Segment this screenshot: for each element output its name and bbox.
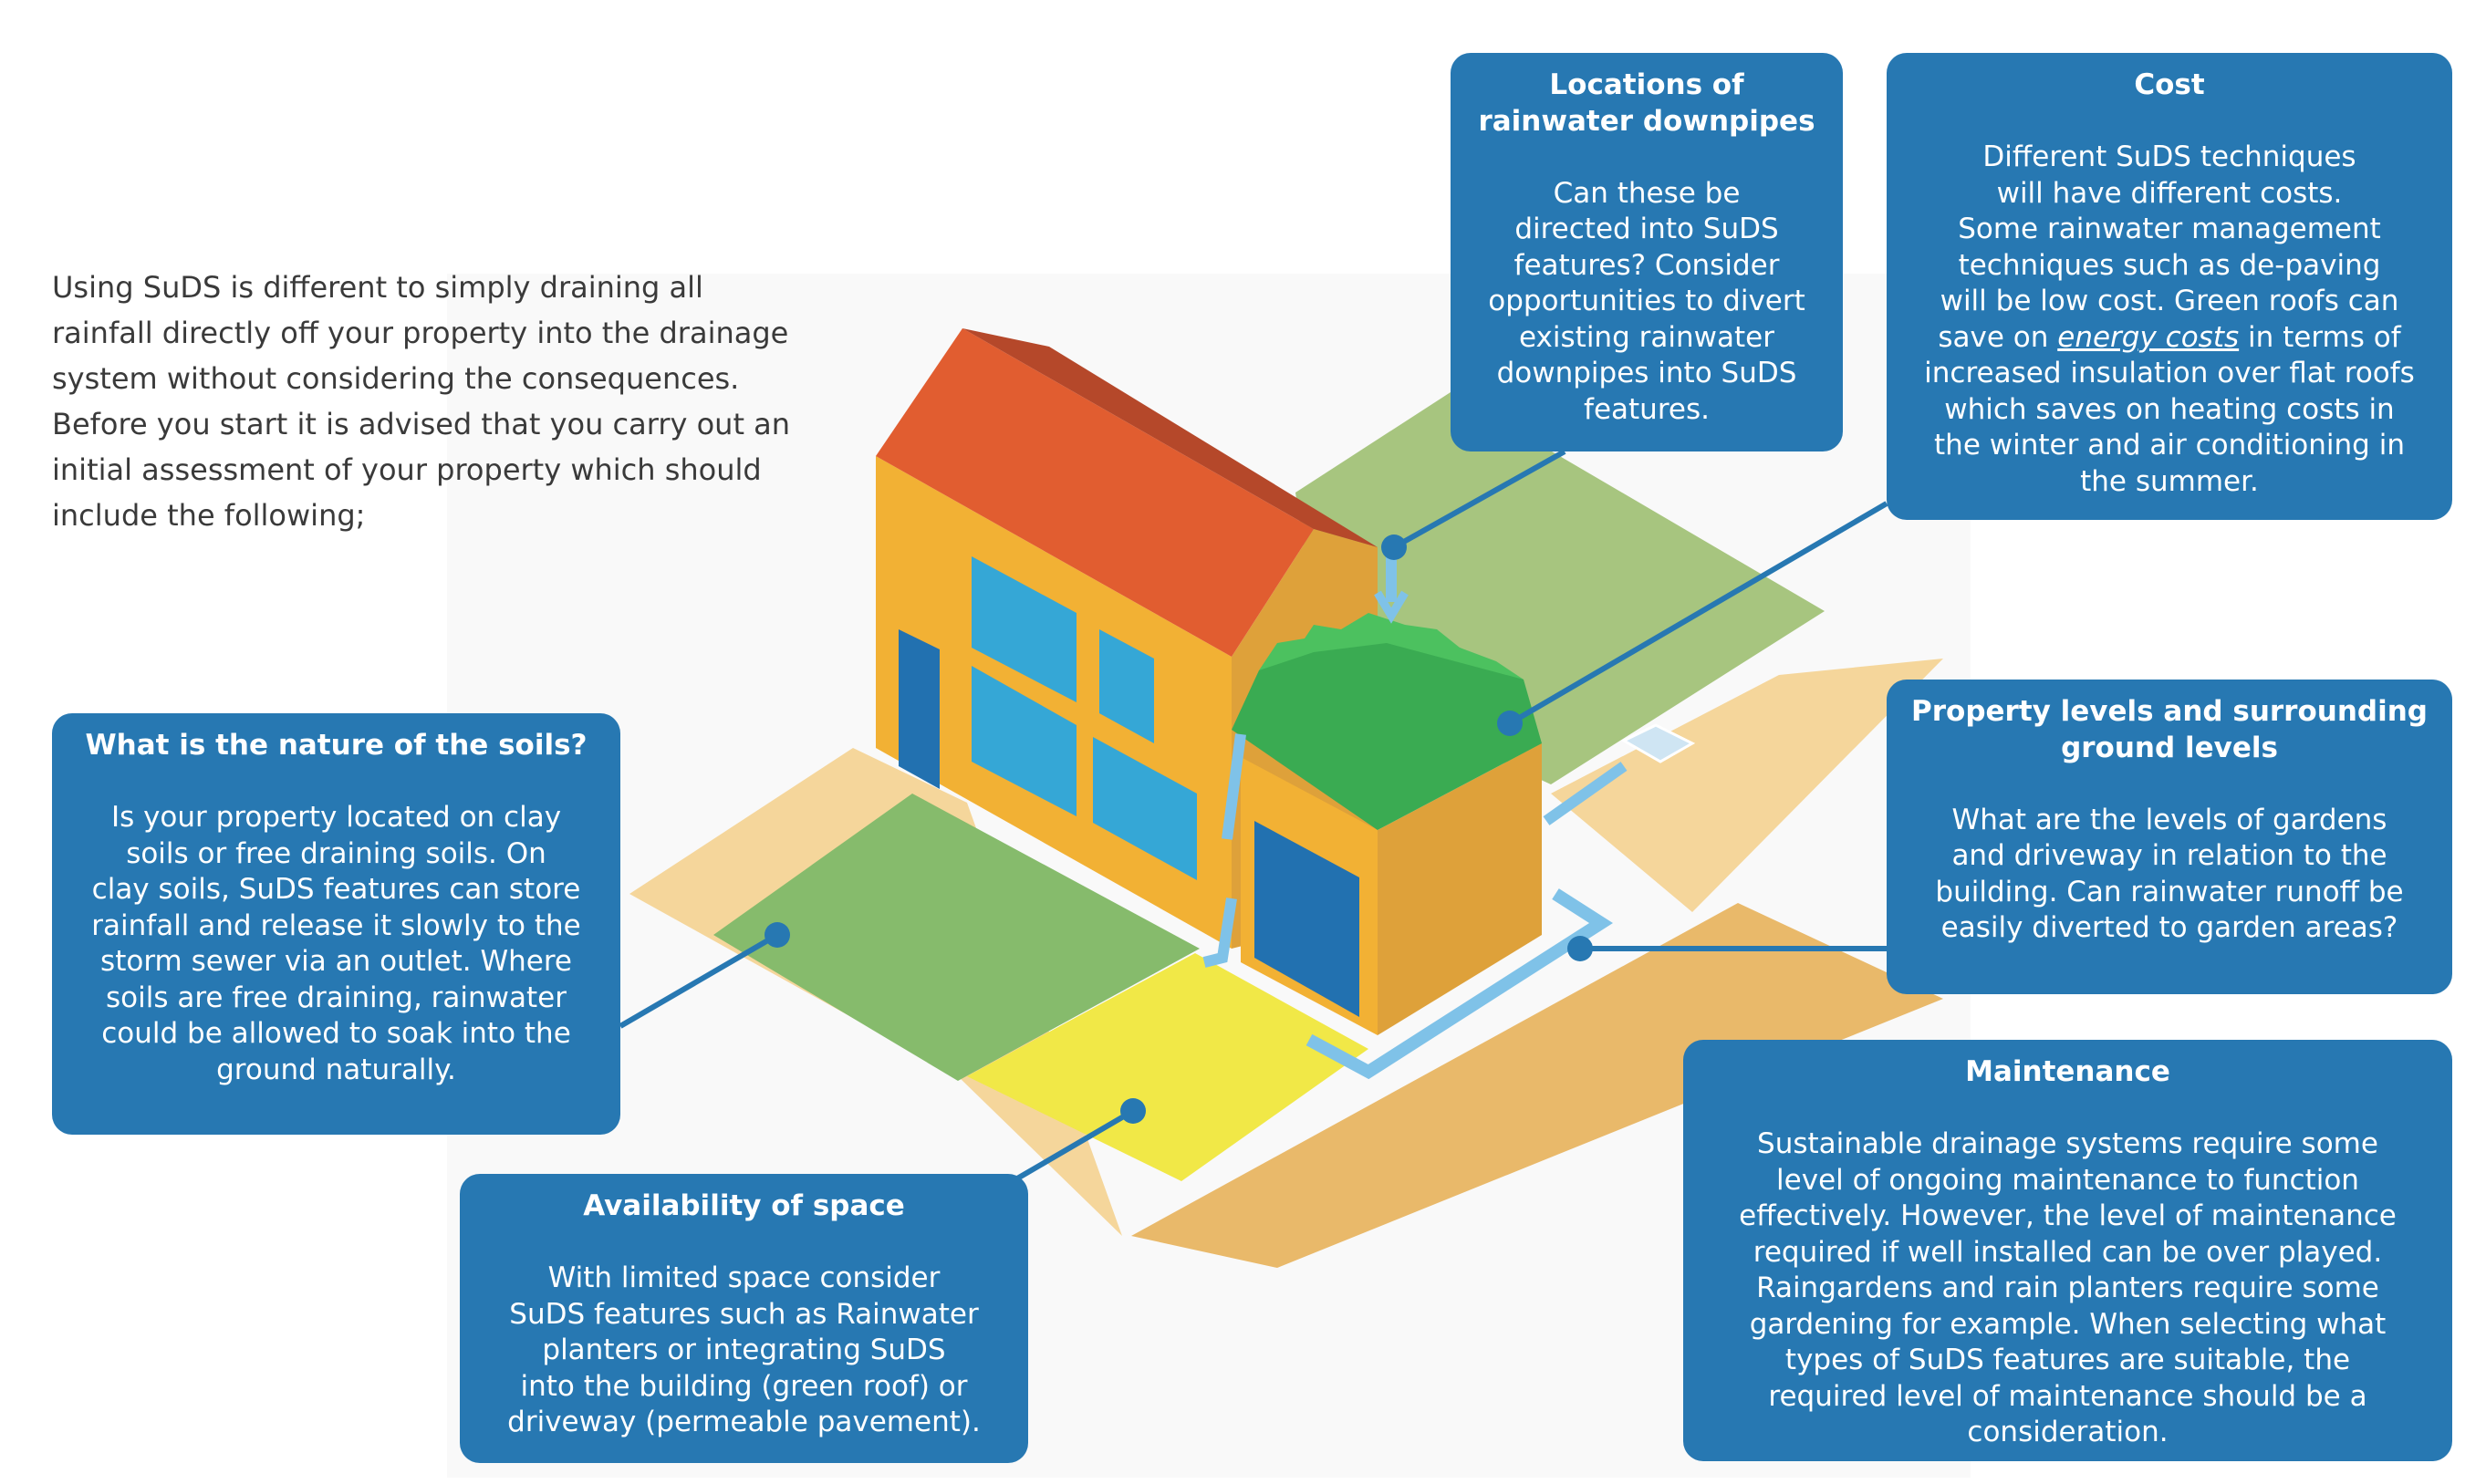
callout-body-line: downpipes into SuDS — [1496, 357, 1797, 389]
downpipes-leader-line — [1392, 449, 1566, 550]
garage-door — [1254, 821, 1359, 1017]
intro-text: Using SuDS is different to simply draini… — [52, 265, 837, 538]
callout-title: ground levels — [2061, 731, 2278, 764]
callout-body-line: rainfall and release it slowly to the — [91, 908, 581, 942]
window-lower-left — [972, 666, 1077, 816]
intro-line: include the following; — [52, 498, 366, 533]
house-roof-ridge — [962, 328, 1378, 547]
grate-flow-arrow — [1543, 762, 1628, 825]
callout-body-line: building. Can rainwater runoff be — [1935, 875, 2404, 908]
cost-line-start: save on — [1938, 320, 2058, 354]
callout-body-line: directed into SuDS — [1514, 213, 1779, 245]
callout-body-line: planters or integrating SuDS — [542, 1334, 946, 1366]
callout-body-line: into the building (green roof) or — [520, 1369, 968, 1403]
callout-body-line: required if well installed can be over p… — [1753, 1235, 2383, 1269]
callout-cost: Cost Different SuDS techniques will have… — [1887, 53, 2452, 520]
planter-flow-arrow — [1202, 898, 1237, 968]
callout-title: Property levels and surrounding — [1911, 695, 2428, 728]
intro-line: Before you start it is advised that you … — [52, 407, 791, 441]
callout-body-line: could be allowed to soak into the — [101, 1017, 571, 1050]
callout-body-line: Can these be — [1553, 176, 1741, 210]
cost-marker — [1497, 711, 1523, 736]
window-lower-right — [1093, 737, 1197, 880]
callout-levels: Property levels and surrounding ground l… — [1887, 680, 2452, 994]
callout-body-line: effectively. However, the level of maint… — [1739, 1199, 2397, 1232]
callout-body-line: techniques such as de-paving — [1958, 248, 2381, 282]
callout-body-line: clay soils, SuDS features can store — [91, 873, 581, 906]
callout-title: Locations of — [1549, 68, 1744, 101]
space-leader-line — [1011, 1108, 1135, 1184]
space-marker — [1120, 1098, 1146, 1124]
intro-line: rainfall directly off your property into… — [52, 316, 789, 350]
callout-body-line: the summer. — [2080, 464, 2259, 498]
callout-body-line: With limited space consider — [547, 1261, 941, 1294]
callout-body-line: existing rainwater — [1519, 320, 1774, 354]
callout-body-line: What are the levels of gardens — [1951, 803, 2387, 836]
callout-body-line: Is your property located on clay — [110, 801, 562, 834]
front-lawn — [713, 794, 1200, 1081]
callout-title: Cost — [2134, 68, 2205, 101]
callout-title: What is the nature of the soils? — [85, 729, 588, 762]
intro-line: Using SuDS is different to simply draini… — [52, 270, 703, 305]
callout-body-line: consideration. — [1967, 1416, 2169, 1448]
callout-maintenance: Maintenance Sustainable drainage systems… — [1683, 1040, 2452, 1461]
callout-body-line: Raingardens and rain planters require so… — [1756, 1271, 2379, 1304]
callout-body-line: save on energy costs in terms of — [1903, 320, 2436, 357]
callout-title: Maintenance — [1965, 1055, 2170, 1088]
callout-body-line: storm sewer via an outlet. Where — [100, 945, 572, 978]
callout-body-line: increased insulation over flat roofs — [1924, 357, 2415, 389]
callout-body-line: which saves on heating costs in — [1944, 392, 2395, 426]
right-paving — [1551, 659, 1943, 912]
callout-body-line: Sustainable drainage systems require som… — [1757, 1127, 2378, 1160]
intro-line: system without considering the consequen… — [52, 361, 740, 396]
callout-body-line: Some rainwater management — [1958, 213, 2381, 245]
driveway-paving — [1131, 903, 1943, 1268]
callout-soils: What is the nature of the soils? Is your… — [52, 713, 620, 1135]
drain-grate-icon — [1620, 723, 1696, 763]
callout-body-line: ground naturally. — [216, 1053, 456, 1086]
callout-title: rainwater downpipes — [1478, 104, 1815, 138]
callout-body-line: features? Consider — [1513, 248, 1780, 282]
cost-line-end: in terms of — [2239, 320, 2401, 354]
green-roof-plants — [1259, 613, 1524, 680]
garage-side-wall — [1378, 743, 1542, 1035]
callout-body-line: soils or free draining soils. On — [126, 836, 546, 870]
energy-costs-emphasis: energy costs — [2057, 320, 2240, 354]
callout-title: Availability of space — [583, 1189, 905, 1222]
callout-body-line: will be low cost. Green roofs can — [1940, 285, 2399, 317]
callout-body-line: and driveway in relation to the — [1951, 839, 2387, 872]
front-door — [899, 629, 940, 789]
callout-body-line: the winter and air conditioning in — [1934, 429, 2405, 462]
callout-body-line: soils are free draining, rainwater — [106, 981, 567, 1014]
house-roof — [876, 328, 1314, 657]
soils-leader-line — [619, 932, 779, 1029]
levels-marker — [1567, 936, 1593, 961]
callout-body-line: opportunities to divert — [1488, 285, 1805, 317]
downpipes-marker — [1381, 534, 1407, 560]
green-roof-flow-arrow — [1222, 733, 1246, 840]
soils-marker — [765, 922, 790, 948]
callout-body-line: level of ongoing maintenance to function — [1776, 1163, 2359, 1197]
callout-space: Availability of space With limited space… — [460, 1174, 1028, 1463]
callout-body-line: easily diverted to garden areas? — [1940, 911, 2398, 944]
callout-body-line: SuDS features such as Rainwater — [509, 1297, 979, 1331]
intro-line: initial assessment of your property whic… — [52, 452, 762, 487]
callout-body-line: types of SuDS features are suitable, the — [1784, 1344, 2351, 1376]
callout-body-line: driveway (permeable pavement). — [507, 1406, 981, 1438]
window-upper-right — [1099, 629, 1154, 743]
permeable-pavement — [967, 953, 1368, 1181]
callout-body-line: required level of maintenance should be … — [1768, 1379, 2367, 1413]
callout-body-line: features. — [1584, 392, 1710, 426]
window-upper-left — [972, 556, 1077, 702]
downpipe-flow-arrow-head — [1374, 590, 1409, 624]
callout-body-line: gardening for example. When selecting wh… — [1749, 1307, 2387, 1341]
cost-leader-line — [1508, 501, 1888, 726]
green-roof — [1232, 629, 1542, 830]
callout-downpipes: Locations of rainwater downpipes Can the… — [1451, 53, 1843, 451]
callout-body-line: Different SuDS techniques — [1982, 140, 2356, 173]
driveway-flow-arrow — [1305, 888, 1613, 1080]
callout-body-line: will have different costs. — [1996, 176, 2343, 210]
